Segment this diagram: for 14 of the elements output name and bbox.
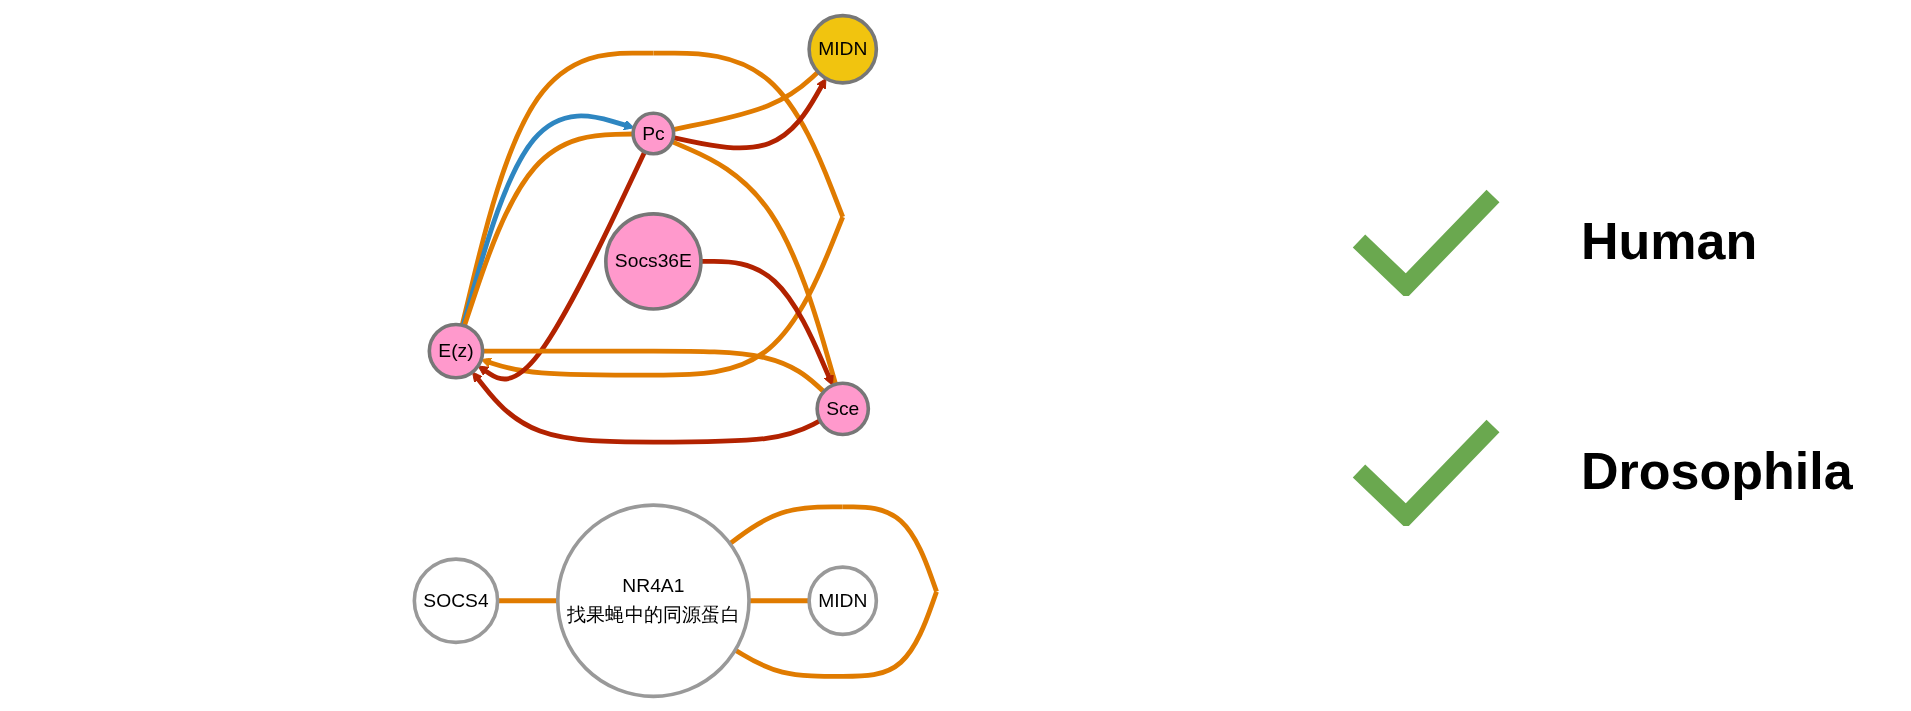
node-circle: NR4A1 找果蝇中的同源蛋白: [555, 502, 751, 698]
node-circle: MIDN: [807, 564, 879, 636]
group-label: Drosophila: [1581, 440, 1853, 501]
arrow: [477, 150, 647, 381]
connector: [497, 597, 558, 603]
node-circle: E(z): [427, 322, 485, 380]
node-circle: MIDN: [807, 13, 879, 85]
arrow: [472, 371, 822, 444]
node-circle: Pc: [631, 111, 676, 156]
node-circle: Socs36E: [604, 211, 703, 311]
group-label: Human: [1581, 210, 1758, 271]
connector: [671, 138, 838, 385]
node-circle: Sce: [815, 380, 871, 436]
node-circle: SOCS4: [412, 556, 500, 644]
